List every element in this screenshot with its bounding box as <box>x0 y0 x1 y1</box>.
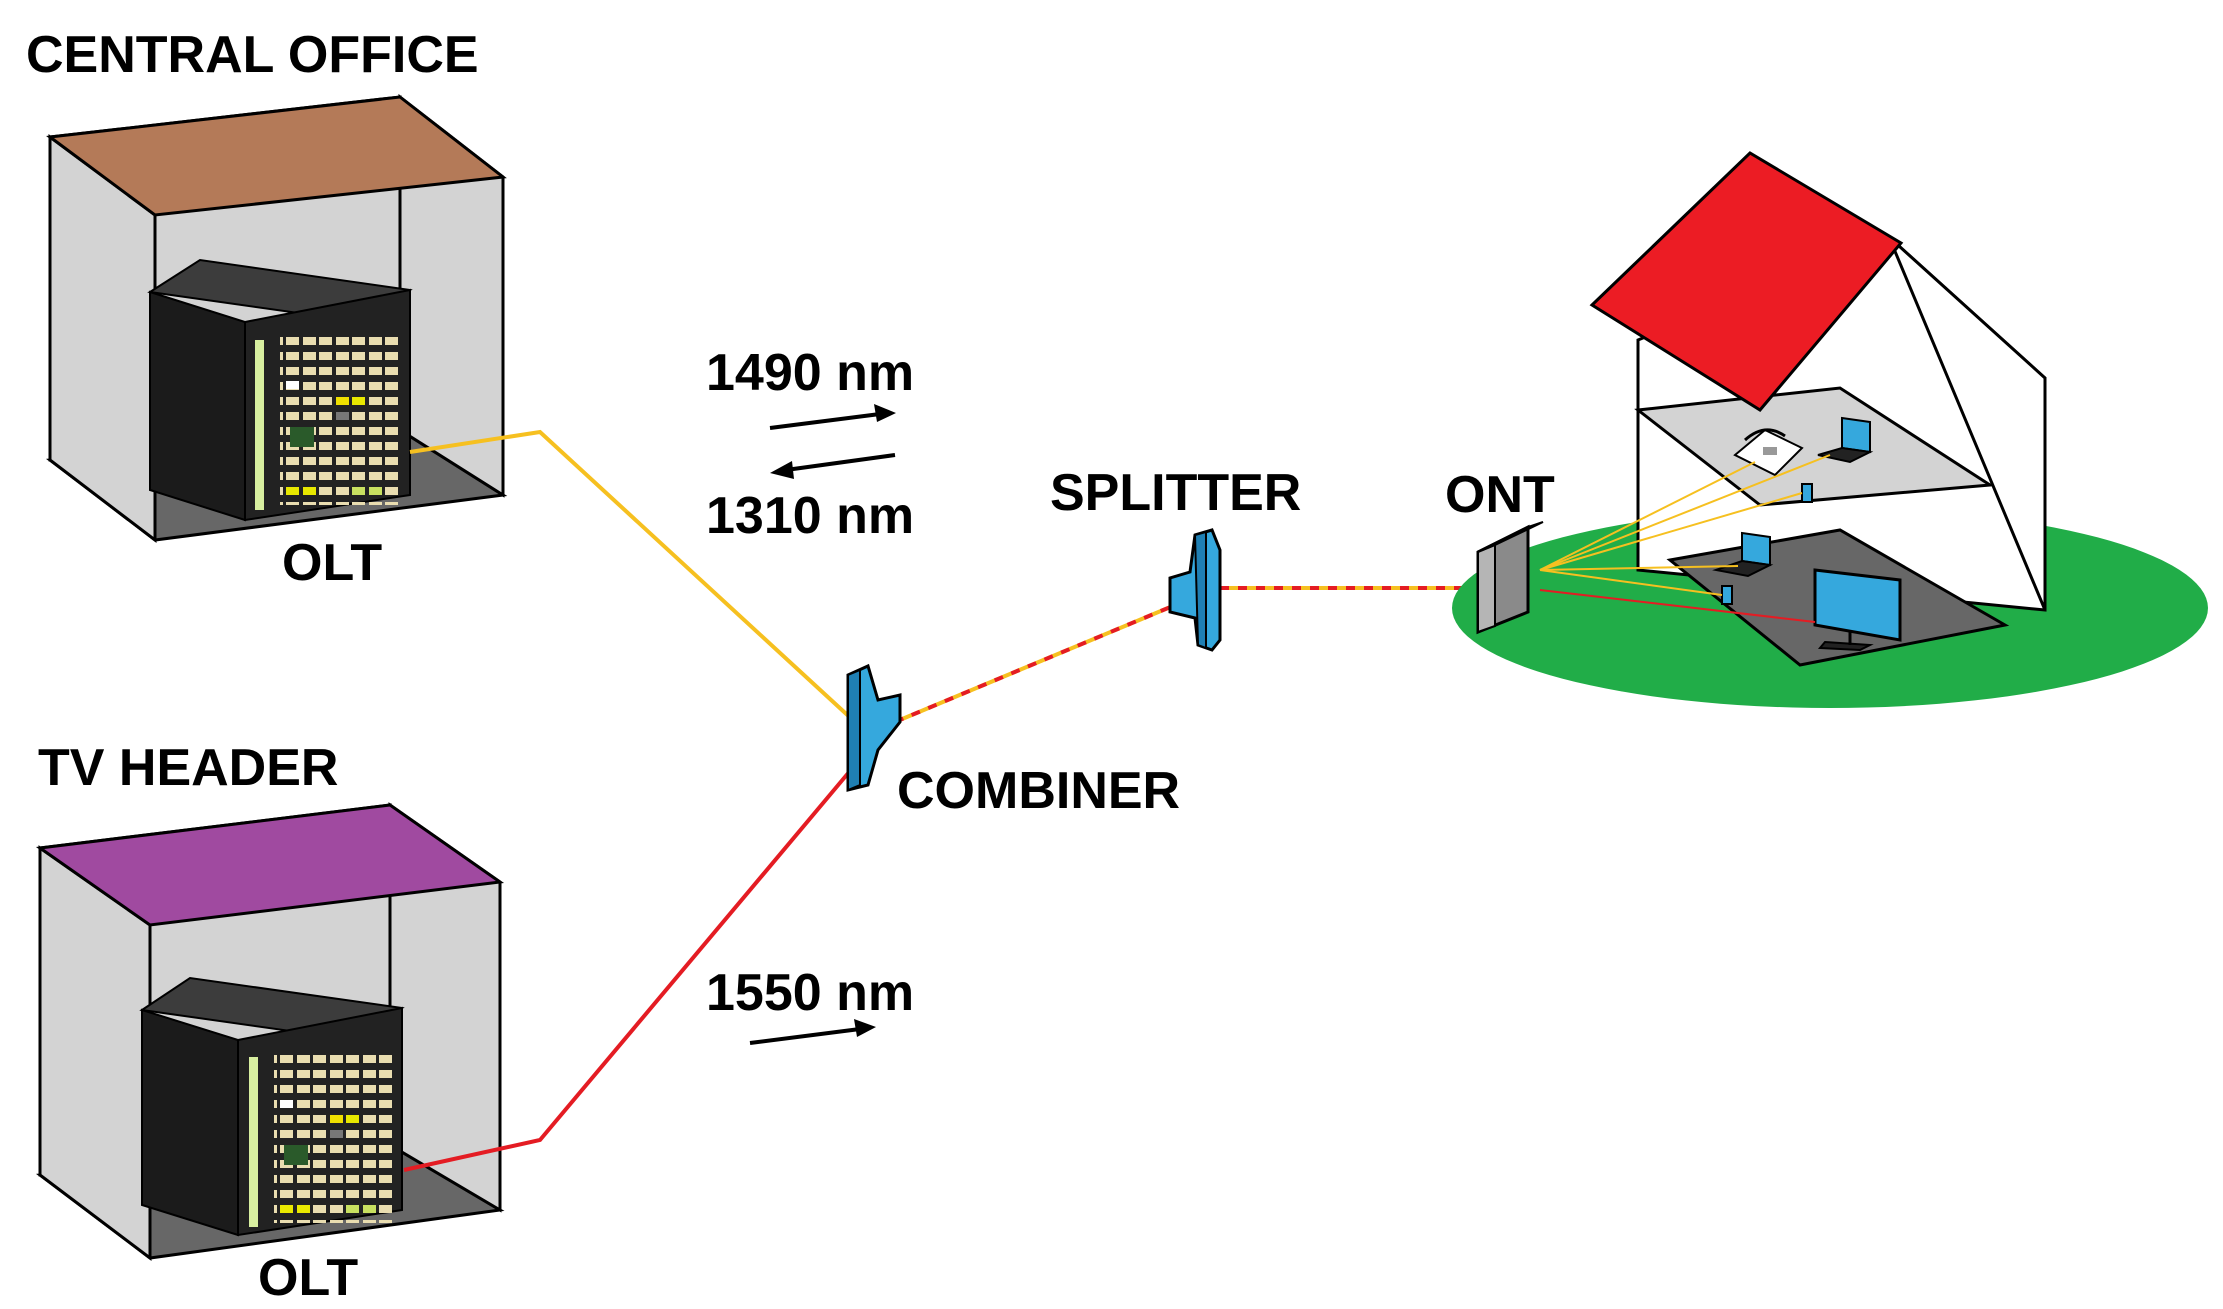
ont-label: ONT <box>1445 466 1555 524</box>
splitter-icon <box>1168 528 1222 652</box>
fiber-combined-trunk <box>894 601 1181 724</box>
house-roof <box>1589 151 1904 412</box>
phone-icon <box>1721 585 1733 605</box>
tv-header-label: TV HEADER <box>38 739 338 797</box>
telephone-icon <box>1733 428 1804 477</box>
olt-label-bottom: OLT <box>258 1249 358 1307</box>
arrow-1550-downstream <box>749 1019 876 1045</box>
in-home-links <box>1539 454 1831 623</box>
laptop-icon <box>1817 416 1874 464</box>
fiber-data-line <box>409 429 857 724</box>
olt-label-top: OLT <box>282 534 382 592</box>
house-side-wall <box>1887 235 2047 611</box>
tv-header-room <box>35 802 505 1262</box>
wavelength-1490-label: 1490 nm <box>706 344 914 402</box>
home <box>1452 151 2208 708</box>
room-roof <box>35 803 505 927</box>
ont-icon <box>1476 521 1544 635</box>
arrow-1490-downstream <box>769 404 896 430</box>
olt-rack-icon <box>147 258 413 522</box>
combiner-label: COMBINER <box>897 762 1180 820</box>
olt-rack-icon <box>139 976 405 1237</box>
phone-icon <box>1801 483 1813 503</box>
combiner-icon <box>846 663 902 792</box>
wavelength-1550-label: 1550 nm <box>706 964 914 1022</box>
central-office-label: CENTRAL OFFICE <box>26 26 479 84</box>
splitter-label: SPLITTER <box>1050 464 1301 522</box>
wavelength-1310-label: 1310 nm <box>706 487 914 545</box>
arrow-1310-upstream <box>770 453 896 479</box>
room-roof <box>46 95 507 217</box>
television-icon <box>1813 568 1902 652</box>
fiber-video-line <box>403 763 857 1172</box>
central-office-room <box>45 93 508 544</box>
laptop-icon <box>1712 531 1774 578</box>
